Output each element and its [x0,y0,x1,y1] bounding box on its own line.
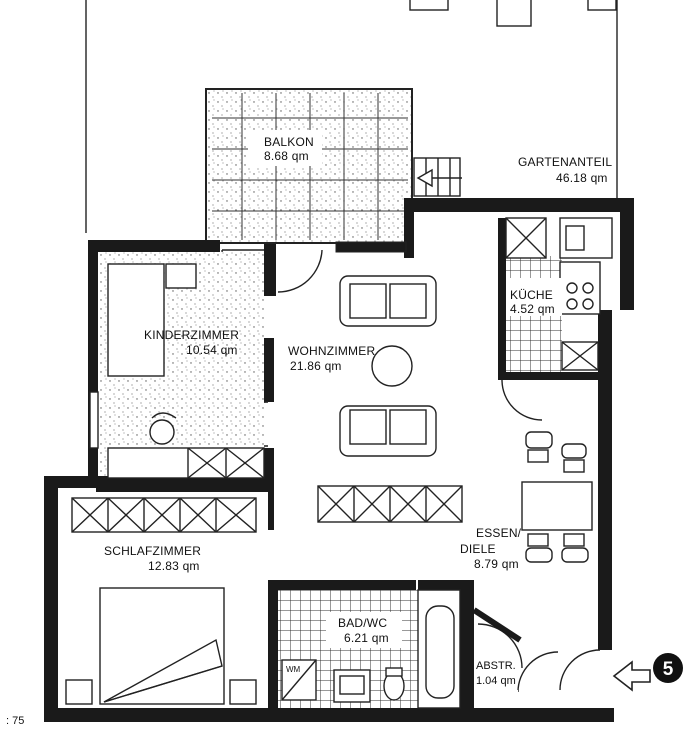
abstellraum [472,607,522,708]
wohnzimmer-name: WOHNZIMMER [288,344,375,358]
kueche-name: KÜCHE [510,288,553,302]
entrance-marker: 5 [653,653,683,683]
balcony [205,88,413,244]
abstr-name: ABSTR. [476,660,516,672]
garden-outline [85,0,618,233]
schlafzimmer-area: 12.83 qm [148,559,200,573]
abstr-area: 1.04 qm [476,675,516,687]
essen-diele-name-1: ESSEN/ [476,526,522,540]
scale-text: : 75 [6,715,24,727]
bad-wc-area: 6.21 qm [344,631,389,645]
gartenanteil-area: 46.18 qm [556,171,608,185]
entrance-number: 5 [663,659,674,680]
kinderzimmer-name: KINDERZIMMER [144,328,239,342]
bad-wc-name: BAD/WC [338,616,387,630]
essen-diele [521,431,593,563]
balkon-name: BALKON [264,135,314,149]
gartenanteil-name: GARTENANTEIL [518,155,612,169]
kueche-area: 4.52 qm [510,302,555,316]
wm-label: WM [286,665,301,674]
wohnzimmer-area: 21.86 qm [290,359,342,373]
essen-diele-area: 8.79 qm [474,557,519,571]
essen-diele-name-2: DIELE [460,542,496,556]
walls [44,198,634,722]
kueche [505,217,613,372]
entrance-arrow [612,660,651,692]
bad-wc [278,589,461,709]
balkon-area: 8.68 qm [264,149,309,163]
balcony-steps [413,157,462,197]
kinderzimmer [89,252,265,479]
schlafzimmer [58,492,268,708]
wohnzimmer [317,275,463,523]
schlafzimmer-name: SCHLAFZIMMER [104,544,201,558]
kinderzimmer-area: 10.54 qm [186,343,238,357]
